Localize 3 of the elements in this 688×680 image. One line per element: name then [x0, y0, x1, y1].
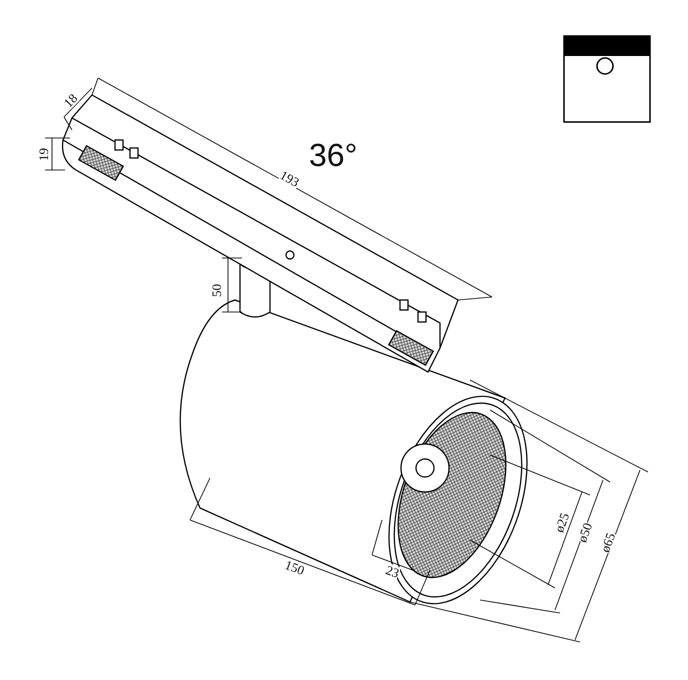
dimension-label: 50: [210, 284, 222, 296]
dimension-label: 19: [36, 148, 50, 160]
beam-angle-label: 36°: [309, 139, 358, 171]
